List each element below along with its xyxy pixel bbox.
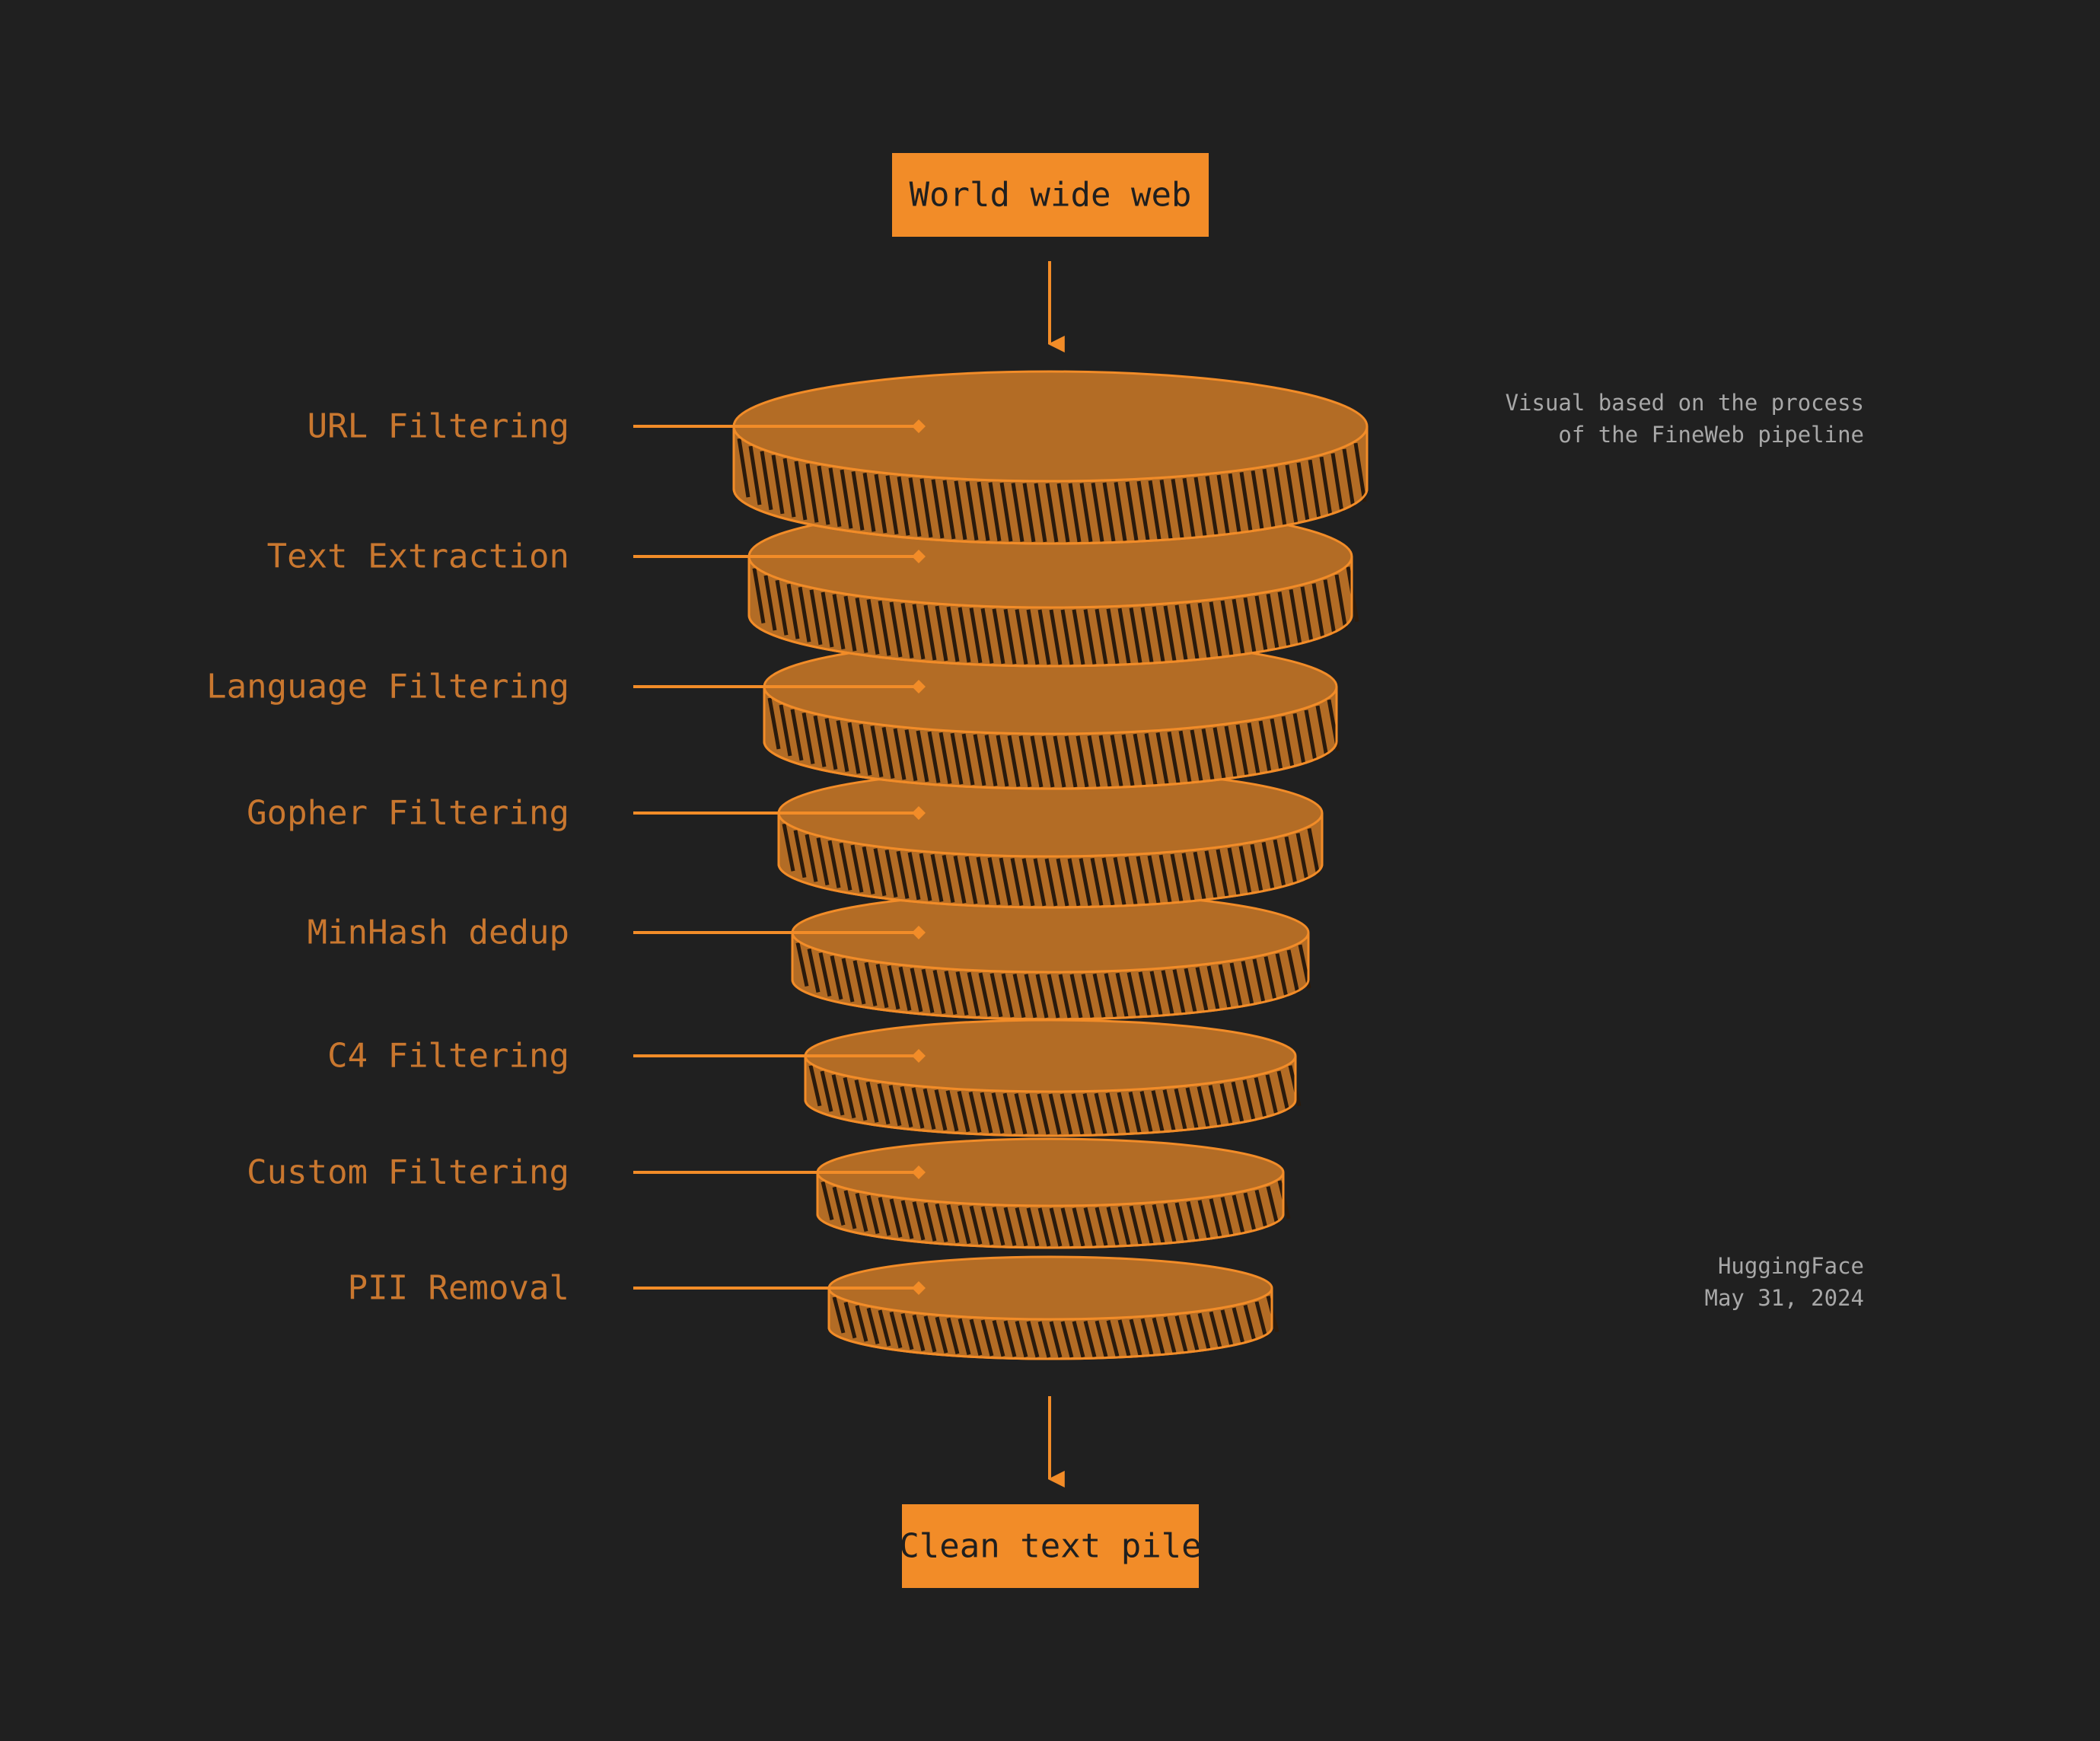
source-note-line-1: Visual based on the process [1506, 390, 1864, 416]
filter-disk [779, 770, 1322, 907]
stage-label: Gopher Filtering [247, 794, 569, 833]
stage-label: PII Removal [348, 1269, 569, 1308]
filter-disk [792, 893, 1309, 1019]
filter-disk [734, 371, 1367, 544]
stage-label: MinHash dedup [308, 914, 569, 952]
source-note-line-2: of the FineWeb pipeline [1558, 422, 1864, 448]
output-box-label: Clean text pile [899, 1527, 1201, 1566]
filter-disk [817, 1139, 1289, 1248]
filter-disk-stack [734, 371, 1367, 1359]
stage-label: URL Filtering [308, 407, 569, 446]
filter-disk [805, 1020, 1299, 1136]
credit: HuggingFace May 31, 2024 [1704, 1253, 1864, 1311]
stage-label: C4 Filtering [327, 1037, 569, 1076]
source-box: World wide web [892, 153, 1209, 237]
credit-date: May 31, 2024 [1704, 1285, 1864, 1311]
output-box: Clean text pile [899, 1504, 1201, 1588]
source-note: Visual based on the process of the FineW… [1506, 390, 1864, 448]
stage-label: Custom Filtering [247, 1153, 569, 1192]
credit-author: HuggingFace [1718, 1253, 1864, 1279]
stage-label: Language Filtering [206, 668, 569, 706]
stage-label: Text Extraction [267, 537, 569, 576]
source-box-label: World wide web [910, 176, 1192, 215]
filter-disk [829, 1257, 1277, 1359]
